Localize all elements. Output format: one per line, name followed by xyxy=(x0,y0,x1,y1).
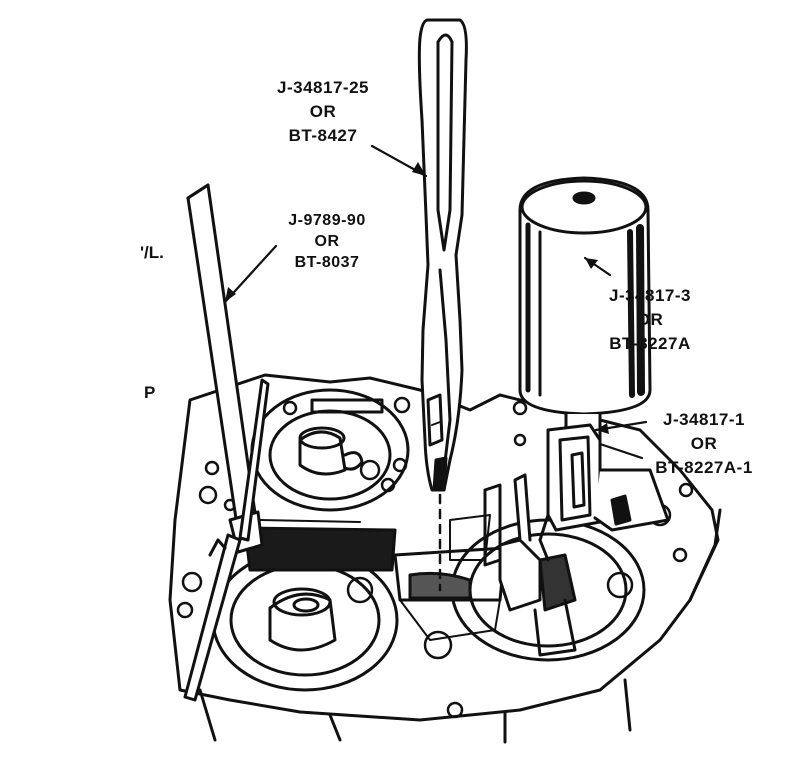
label-gauge-part: J-9789-90 xyxy=(288,212,366,229)
label-gauge-or: OR xyxy=(314,233,340,250)
label-base: J-34817-3 OR BT-8227A xyxy=(590,284,710,356)
label-tweezers-part: J-34817-25 xyxy=(277,78,369,97)
leader-arrowheads xyxy=(225,162,609,434)
gauge-tool xyxy=(183,183,270,702)
label-bracket: J-34817-1 OR BT-8227A-1 xyxy=(638,408,770,480)
mounting-holes xyxy=(176,396,694,719)
tweezers-tool xyxy=(417,18,468,592)
gasket-plate xyxy=(243,526,507,641)
bracket-tool xyxy=(538,423,670,562)
center-slot xyxy=(310,398,384,414)
label-gauge-alt: BT-8037 xyxy=(294,254,360,271)
label-bracket-part: J-34817-1 xyxy=(662,410,745,429)
label-tweezers-or: OR xyxy=(309,102,337,121)
label-base-part: J-34817-3 xyxy=(608,286,691,305)
label-tweezers: J-34817-25 OR BT-8427 xyxy=(258,76,388,148)
label-tweezers-alt: BT-8427 xyxy=(288,126,358,145)
edge-fragment-mid: P xyxy=(144,383,156,402)
label-gauge: J-9789-90 OR BT-8037 xyxy=(272,210,382,273)
float-pivot xyxy=(449,473,577,657)
label-bracket-alt: BT-8227A-1 xyxy=(655,458,753,477)
label-base-or: OR xyxy=(636,310,664,329)
label-bracket-or: OR xyxy=(690,434,718,453)
edge-fragment-top: '/L. xyxy=(140,243,164,262)
label-base-alt: BT-8227A xyxy=(609,334,691,353)
base-tool xyxy=(518,176,652,462)
